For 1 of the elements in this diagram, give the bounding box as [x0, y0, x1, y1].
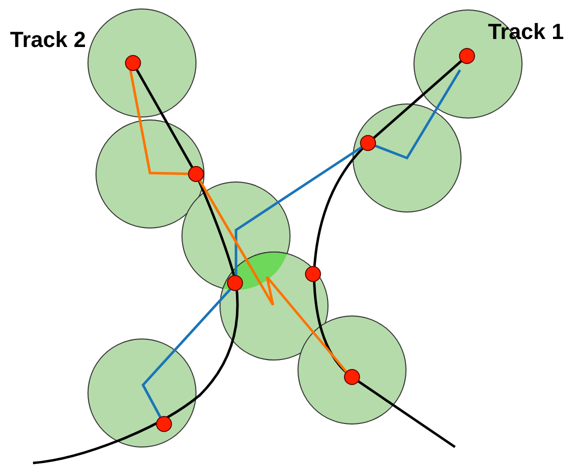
track-label: Track 2	[10, 29, 86, 51]
